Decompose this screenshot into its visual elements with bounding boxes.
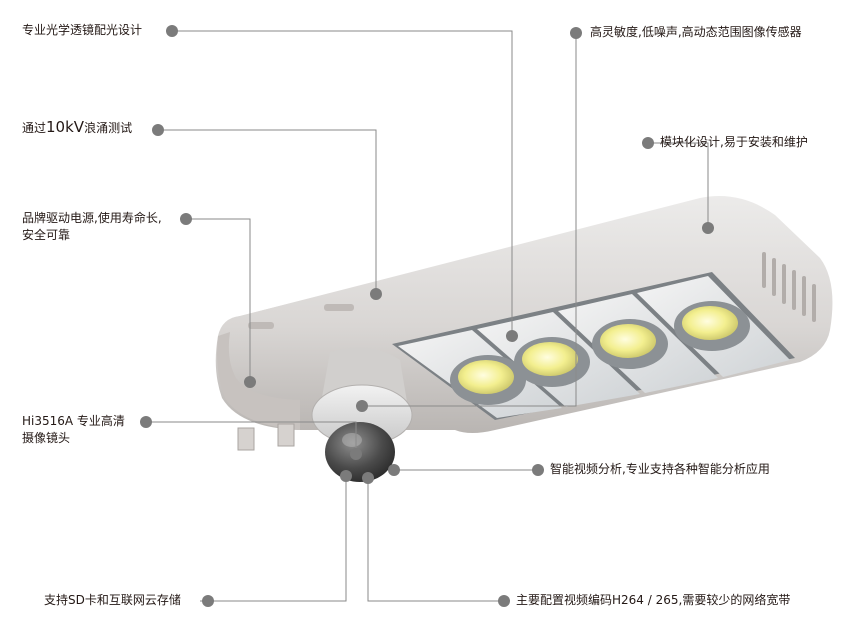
leader-lines	[146, 30, 709, 602]
surge-suffix: 浪涌测试	[84, 121, 133, 135]
label-dot-modular	[642, 137, 654, 149]
feature-label-lens: 专业光学透镜配光设计	[22, 23, 143, 37]
feature-label-sensor: 高灵敏度,低噪声,高动态范围图像传感器	[590, 25, 802, 39]
label-dot-sensor	[570, 27, 582, 39]
label-dot-storage	[202, 595, 214, 607]
anchor-dot-sensor	[356, 400, 368, 412]
label-dot-surge	[152, 124, 164, 136]
feature-label-storage: 支持SD卡和互联网云存储	[44, 593, 181, 607]
anchor-dot-analytics	[388, 464, 400, 476]
leader-line-driver	[186, 218, 251, 382]
label-dot-lens	[166, 25, 178, 37]
leader-line-surge	[158, 129, 377, 294]
led-lens-1	[450, 355, 526, 405]
feature-label-codec: 主要配置视频编码H264 / 265,需要较少的网络宽带	[516, 593, 791, 607]
driver-line-1: 品牌驱动电源,使用寿命长,	[22, 211, 162, 225]
anchor-dot-chip	[350, 448, 362, 460]
leader-line-codec	[367, 478, 504, 602]
surge-value: 10kV	[46, 118, 85, 136]
feature-label-driver: 品牌驱动电源,使用寿命长, 安全可靠	[22, 210, 182, 244]
feature-label-surge: 通过10kV浪涌测试	[22, 119, 132, 137]
driver-line-2: 安全可靠	[22, 228, 71, 242]
anchor-dot-modular	[702, 222, 714, 234]
anchor-dot-driver	[244, 376, 256, 388]
anchor-dot-storage	[340, 470, 352, 482]
leader-line-modular	[648, 142, 709, 228]
feature-label-chip: Hi3516A 专业高清 摄像镜头	[22, 413, 142, 447]
leader-line-chip	[146, 421, 357, 454]
anchor-dot-lens	[506, 330, 518, 342]
led-lens-2	[514, 337, 590, 387]
led-lens-4	[674, 301, 750, 351]
chip-line-1: Hi3516A 专业高清	[22, 414, 125, 428]
label-dot-analytics	[532, 464, 544, 476]
led-lens-3	[592, 319, 668, 369]
leader-line-lens	[172, 30, 513, 336]
label-dot-driver	[180, 213, 192, 225]
chip-line-2: 摄像镜头	[22, 431, 71, 445]
anchor-dot-codec	[362, 472, 374, 484]
surge-prefix: 通过	[22, 121, 47, 135]
feature-label-analytics: 智能视频分析,专业支持各种智能分析应用	[550, 462, 770, 476]
label-dot-codec	[498, 595, 510, 607]
feature-label-modular: 模块化设计,易于安装和维护	[660, 135, 808, 149]
leader-line-sensor	[362, 31, 577, 407]
leader-line-storage	[200, 476, 347, 602]
anchor-dot-surge	[370, 288, 382, 300]
label-dot-chip	[140, 416, 152, 428]
